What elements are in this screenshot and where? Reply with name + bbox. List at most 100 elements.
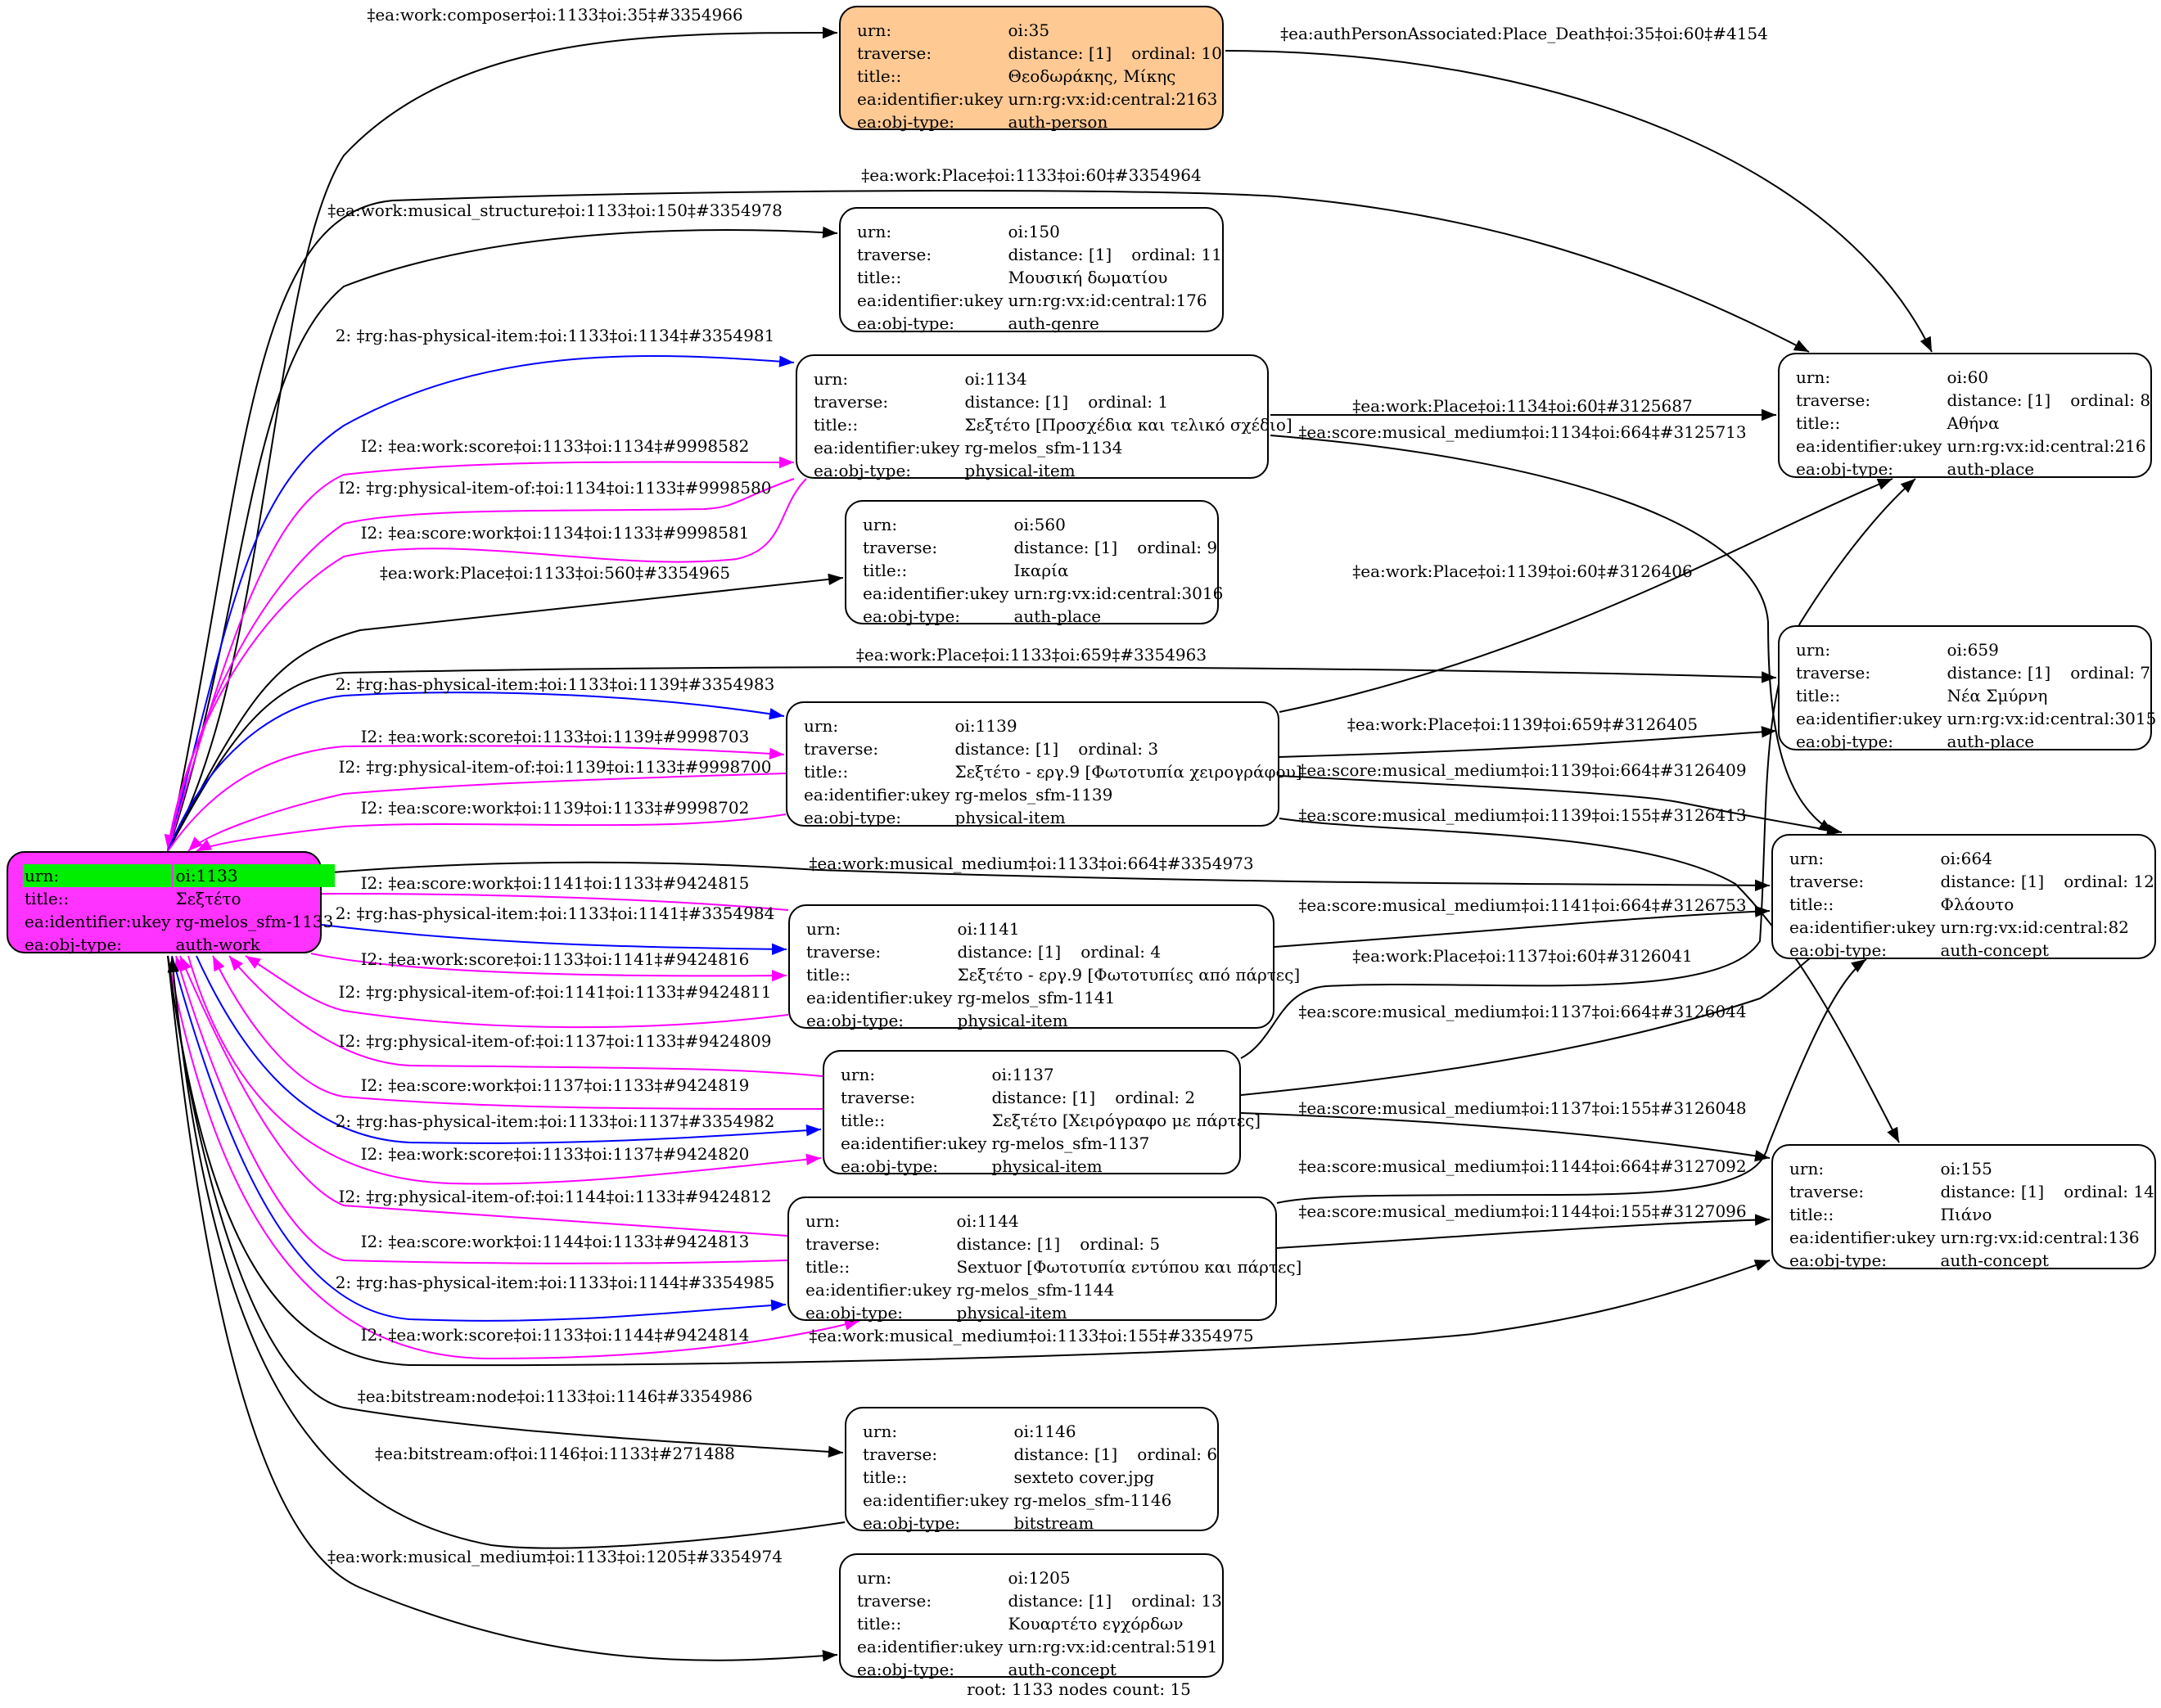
field-value-traverse: distance: [1]ordinal: 6 xyxy=(1012,1443,1219,1466)
edge-black xyxy=(1279,726,1777,758)
field-label: traverse: xyxy=(863,1444,938,1464)
edge-label: ‡ea:work:Place‡oi:1139‡oi:60‡#3126406 xyxy=(1352,561,1693,581)
edge-label: I2: ‡ea:work:score‡oi:1133‡oi:1139‡#9998… xyxy=(360,727,750,746)
node-row-title: title::Φλάουτο xyxy=(1788,893,2156,916)
field-value-title: Μουσική δωματίου xyxy=(1008,268,1168,287)
field-value-traverse: distance: [1]ordinal: 4 xyxy=(955,940,1302,963)
field-label: ea:identifier:ukey xyxy=(25,912,171,931)
ordinal-value: ordinal: 4 xyxy=(1080,942,1162,962)
node-row-title: title::Σεξτέτο [Χειρόγραφο με πάρτες] xyxy=(839,1109,1262,1132)
field-label: ea:obj-type: xyxy=(863,606,961,626)
node-row-title: title::Sextuor [Φωτοτυπία εντύπου και πά… xyxy=(804,1255,1303,1278)
field-value-type: auth-work xyxy=(175,935,260,954)
field-value-urn: oi:659 xyxy=(1947,640,1999,660)
field-value-type: auth-concept xyxy=(1008,1660,1117,1679)
edge-blue xyxy=(321,924,787,955)
field-label: traverse: xyxy=(805,1234,881,1254)
node-row-urn: urn:oi:1139 xyxy=(802,714,1304,737)
field-label: urn: xyxy=(1796,367,1831,387)
distance-value: distance: [1] xyxy=(1947,663,2051,683)
edge-label: I2: ‡ea:score:work‡oi:1141‡oi:1133‡#9424… xyxy=(360,873,750,893)
edge-black xyxy=(1240,478,1916,1059)
node-row-urn: urn:oi:1205 xyxy=(855,1566,1224,1589)
field-value-urn: oi:155 xyxy=(1940,1159,1992,1178)
field-label: traverse: xyxy=(1789,872,1865,891)
field-value-type: physical-item xyxy=(957,1011,1068,1030)
field-label: title:: xyxy=(806,965,851,985)
field-label: title:: xyxy=(814,415,859,435)
field-value-type: auth-person xyxy=(1008,112,1108,132)
field-label: urn: xyxy=(23,864,173,887)
field-value-ukey: urn:rg:vx:id:central:3015 xyxy=(1947,709,2157,728)
edge-label: ‡ea:score:musical_medium‡oi:1144‡oi:155‡… xyxy=(1298,1201,1747,1221)
node-row-type: ea:obj-type:bitstream xyxy=(861,1512,1219,1534)
field-value-traverse: distance: [1]ordinal: 7 xyxy=(1945,661,2158,684)
field-label: ea:obj-type: xyxy=(804,808,902,827)
field-label: ea:identifier:ukey xyxy=(841,1133,987,1153)
node-row-traverse: traverse:distance: [1]ordinal: 13 xyxy=(855,1589,1224,1612)
node-row-urn: urn:oi:1137 xyxy=(839,1063,1262,1086)
field-label: ea:obj-type: xyxy=(805,1303,904,1323)
edge-label: 2: ‡rg:has-physical-item:‡oi:1133‡oi:114… xyxy=(335,1273,775,1292)
edge-label: I2: ‡rg:physical-item-of:‡oi:1137‡oi:113… xyxy=(338,1031,772,1051)
edge-label: I2: ‡ea:score:work‡oi:1139‡oi:1133‡#9998… xyxy=(360,798,750,818)
ordinal-value: ordinal: 14 xyxy=(2064,1182,2154,1201)
edge-label: I2: ‡ea:score:work‡oi:1137‡oi:1133‡#9424… xyxy=(360,1075,750,1095)
ordinal-value: ordinal: 3 xyxy=(1078,739,1159,759)
field-label: urn: xyxy=(1789,849,1825,868)
field-label: urn: xyxy=(841,1065,876,1084)
node-row-urn: urn:oi:1133 xyxy=(23,864,336,887)
field-label: ea:identifier:ukey xyxy=(805,1280,952,1300)
field-value-title: Σεξτέτο - εργ.9 [Φωτοτυπίες από πάρτες] xyxy=(957,965,1301,985)
field-value-traverse: distance: [1]ordinal: 1 xyxy=(963,390,1293,413)
field-label: title:: xyxy=(857,268,902,287)
field-label: title:: xyxy=(25,889,70,908)
field-value-type: bitstream xyxy=(1013,1513,1094,1533)
edge-magenta xyxy=(228,955,823,1077)
field-label: traverse: xyxy=(804,739,879,759)
field-label: ea:identifier:ukey xyxy=(857,89,1004,109)
field-value-urn: oi:150 xyxy=(1008,222,1060,241)
field-value-ukey: urn:rg:vx:id:central:82 xyxy=(1940,917,2129,937)
field-value-urn: oi:1139 xyxy=(954,716,1017,736)
field-label: title:: xyxy=(1796,413,1841,433)
field-value-type: physical-item xyxy=(956,1303,1067,1323)
field-value-ukey: rg-melos_sfm-1146 xyxy=(1013,1490,1172,1510)
edge-magenta xyxy=(179,955,788,1237)
edge-black xyxy=(167,955,838,1662)
field-label: urn: xyxy=(863,1422,898,1441)
field-value-title: Νέα Σμύρνη xyxy=(1947,686,2048,705)
ordinal-value: ordinal: 1 xyxy=(1088,392,1169,412)
field-label: ea:identifier:ukey xyxy=(1789,1228,1936,1247)
field-value-urn: oi:60 xyxy=(1947,367,1989,387)
distance-value: distance: [1] xyxy=(1008,43,1112,63)
field-value-urn: oi:560 xyxy=(1013,515,1066,534)
field-value-ukey: urn:rg:vx:id:central:136 xyxy=(1940,1228,2140,1247)
ordinal-value: ordinal: 9 xyxy=(1137,538,1218,557)
node-row-traverse: traverse:distance: [1]ordinal: 3 xyxy=(802,737,1304,760)
edge-magenta xyxy=(164,478,807,850)
field-value-title: Πιάνο xyxy=(1940,1205,1992,1224)
edge-blue xyxy=(167,692,785,852)
field-label: traverse: xyxy=(857,245,932,264)
